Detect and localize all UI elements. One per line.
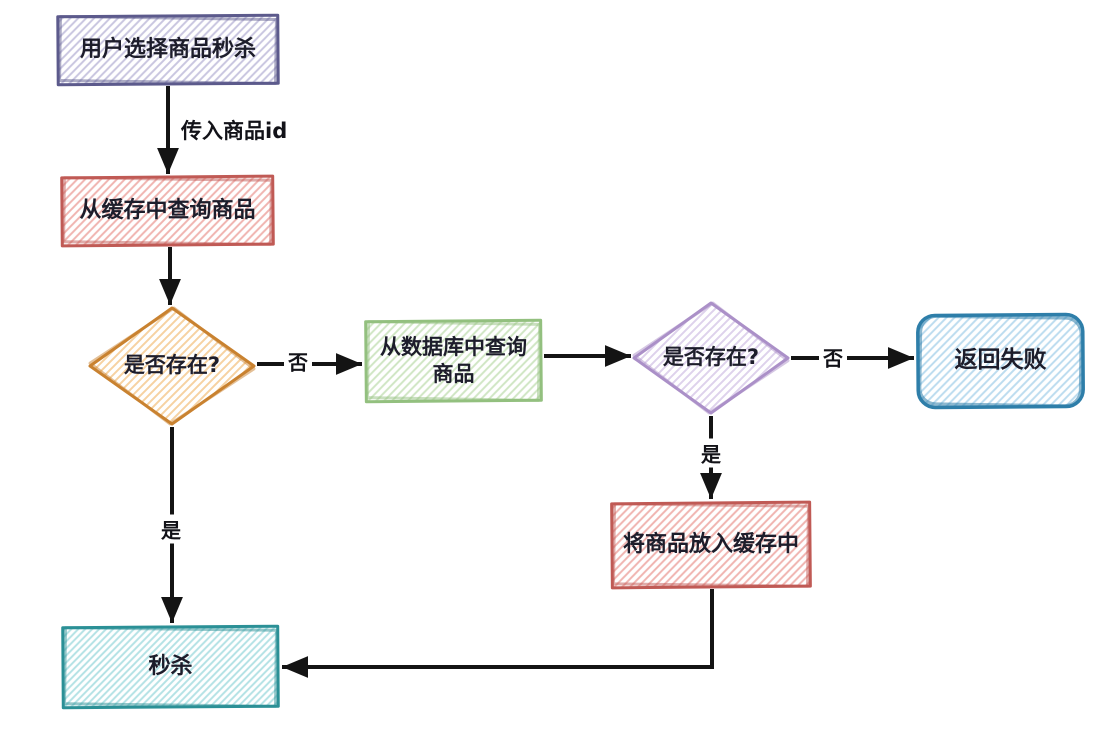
seckill-node xyxy=(61,624,280,710)
cache-exists-decision xyxy=(88,306,256,426)
start-node xyxy=(56,13,280,87)
put-cache-node xyxy=(610,500,812,590)
db-exists-decision xyxy=(632,301,790,415)
edge-putcache-to-seckill xyxy=(282,589,714,678)
query-cache-node xyxy=(60,174,275,248)
return-fail-node xyxy=(916,312,1085,410)
query-db-node xyxy=(364,318,543,404)
